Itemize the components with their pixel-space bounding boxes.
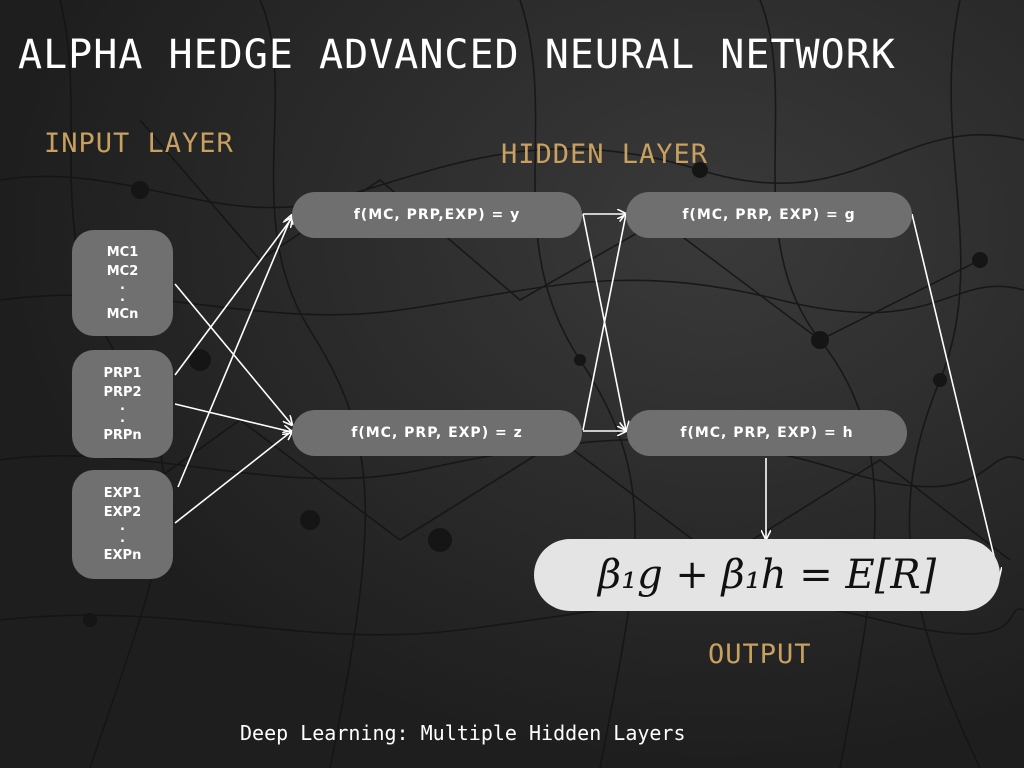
output-label: OUTPUT <box>708 639 812 670</box>
input-item: . <box>120 277 125 293</box>
input-node-exp: EXP1 EXP2 . . EXPn <box>72 470 173 579</box>
input-item: PRP2 <box>103 384 142 400</box>
input-item: EXP1 <box>103 486 142 501</box>
input-node-prp: PRP1 PRP2 . . PRPn <box>72 350 173 458</box>
hidden-layer-label: HIDDEN LAYER <box>501 139 709 170</box>
input-item: PRP1 <box>103 365 142 381</box>
input-item: . <box>120 410 125 426</box>
input-item: . <box>120 289 125 305</box>
input-item: EXPn <box>103 548 142 563</box>
input-item: . <box>120 531 125 546</box>
hidden-node-g: f(MC, PRP, EXP) = g <box>626 192 912 238</box>
hidden-node-h: f(MC, PRP, EXP) = h <box>627 410 907 456</box>
input-item: PRPn <box>103 427 142 443</box>
input-item: . <box>120 519 125 534</box>
hidden-node-y: f(MC, PRP,EXP) = y <box>292 192 582 238</box>
output-formula: β₁g + β₁h = E[R] <box>534 539 1000 611</box>
page-title: ALPHA HEDGE ADVANCED NEURAL NETWORK <box>18 32 896 78</box>
input-item: MC1 <box>106 244 139 260</box>
input-item: . <box>120 398 125 414</box>
input-item: MC2 <box>106 263 139 279</box>
input-layer-label: INPUT LAYER <box>44 128 234 159</box>
input-node-mc: MC1 MC2 . . MCn <box>72 230 173 336</box>
input-item: EXP2 <box>103 505 142 520</box>
input-item: MCn <box>106 306 139 322</box>
footer-caption: Deep Learning: Multiple Hidden Layers <box>240 721 686 745</box>
hidden-node-z: f(MC, PRP, EXP) = z <box>292 410 582 456</box>
